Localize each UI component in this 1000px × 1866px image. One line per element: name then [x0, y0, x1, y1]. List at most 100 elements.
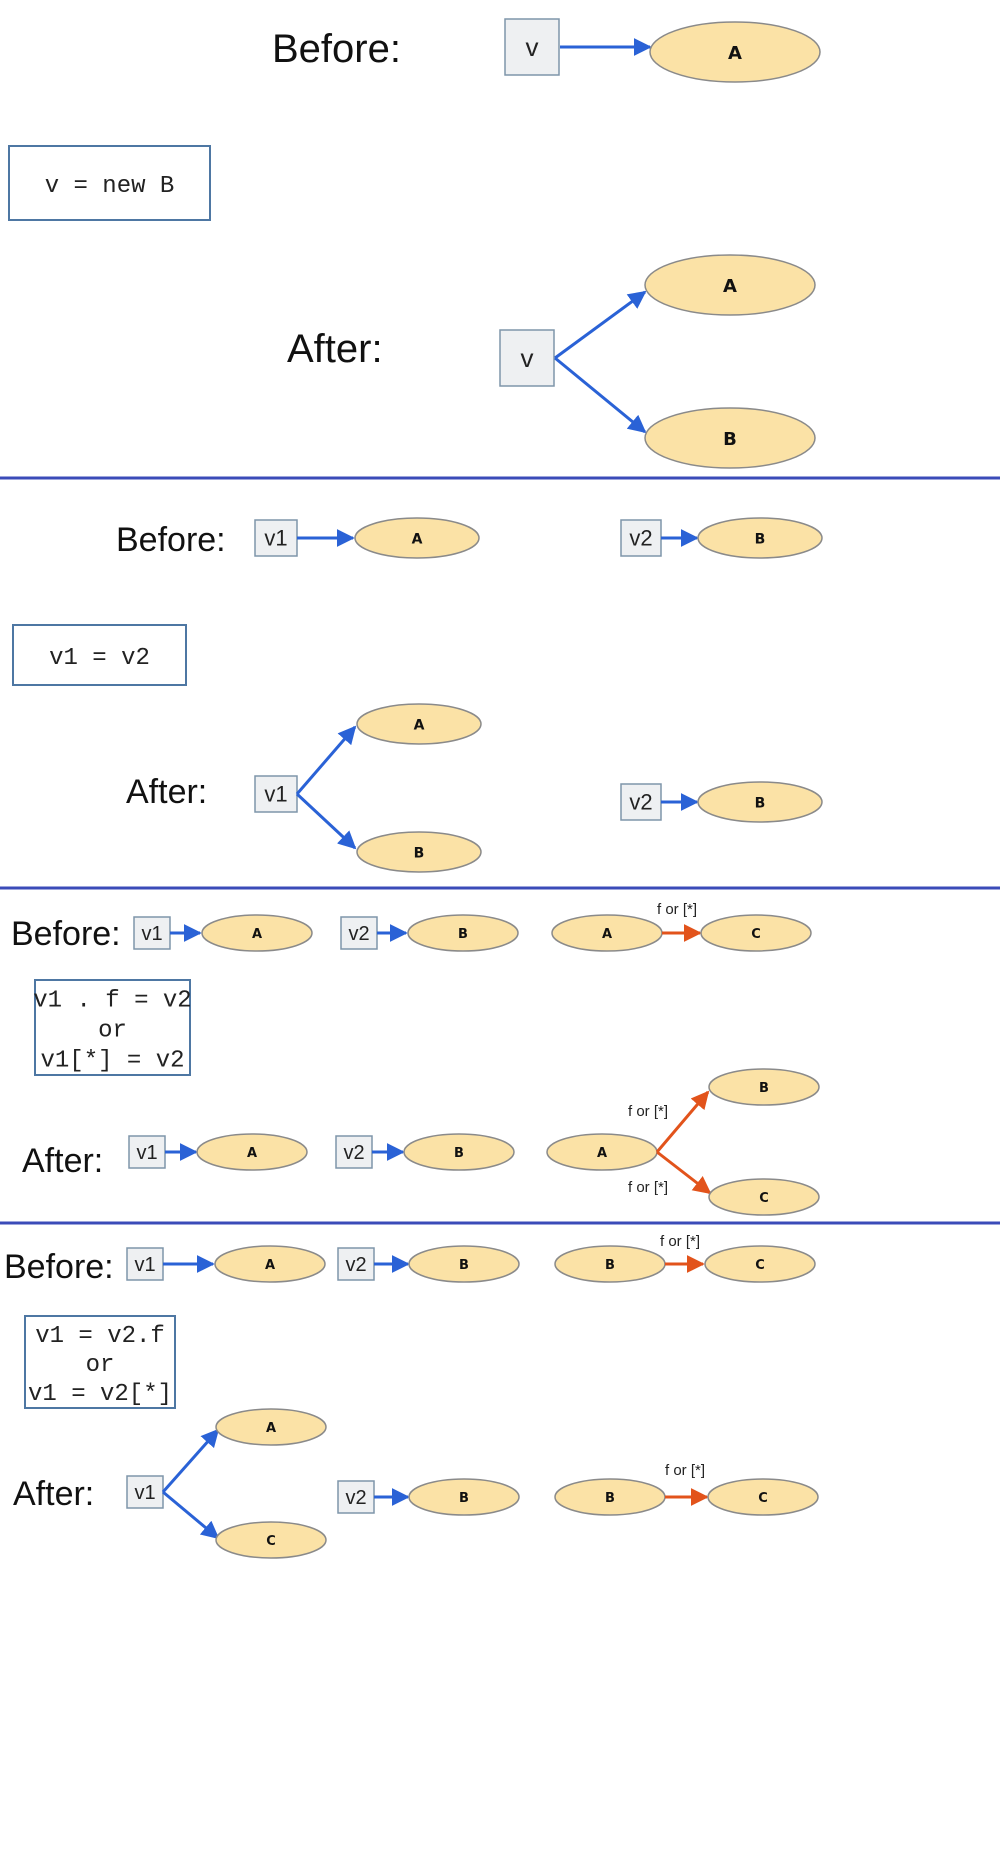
object-label: C	[266, 1534, 276, 1549]
code-box	[24, 1315, 176, 1409]
object-node	[708, 1178, 820, 1216]
variable-label: v1	[264, 782, 287, 807]
object-label: A	[265, 1258, 275, 1273]
variable-label: v2	[348, 923, 369, 945]
points-to-arrow	[295, 725, 357, 795]
object-label: B	[459, 1258, 469, 1273]
variable-box	[254, 519, 298, 557]
points-to-arrow	[161, 1428, 220, 1493]
variable-box	[620, 783, 662, 821]
object-label: B	[759, 1081, 769, 1096]
object-node	[707, 1478, 819, 1516]
points-to-arrow	[554, 290, 647, 360]
object-label: A	[252, 927, 262, 942]
after-label: After:	[13, 1475, 94, 1513]
variable-box	[126, 1475, 164, 1509]
object-node	[215, 1521, 327, 1559]
object-label: B	[454, 1146, 464, 1161]
edge-label: f or [*]	[657, 901, 697, 918]
after-label: After:	[22, 1142, 103, 1180]
object-label: A	[723, 276, 737, 297]
object-node	[354, 517, 480, 559]
code-box	[8, 145, 211, 221]
variable-label: v1	[134, 1254, 155, 1276]
variable-box	[620, 519, 662, 557]
variable-box	[340, 916, 378, 950]
points-to-arrow	[295, 792, 357, 850]
variable-box	[254, 775, 298, 813]
variable-label: v2	[629, 790, 652, 815]
after-label: After:	[126, 773, 207, 811]
object-node	[644, 254, 816, 316]
object-node	[214, 1245, 326, 1283]
object-label: A	[602, 927, 612, 942]
code-line: v1 = v2[*]	[28, 1381, 172, 1408]
object-node	[356, 703, 482, 745]
variable-label: v2	[343, 1142, 364, 1164]
object-label: A	[597, 1146, 607, 1161]
edge-label: f or [*]	[628, 1179, 668, 1196]
code-line: or	[86, 1352, 115, 1379]
object-label: C	[759, 1191, 769, 1206]
object-label: B	[755, 795, 766, 811]
object-label: A	[266, 1421, 276, 1436]
object-label: C	[755, 1258, 765, 1273]
object-node	[196, 1133, 308, 1171]
variable-label: v2	[629, 526, 652, 551]
object-label: A	[247, 1146, 257, 1161]
code-line: v1[*] = v2	[40, 1048, 184, 1075]
before-label: Before:	[4, 1248, 114, 1286]
variable-box	[126, 1247, 164, 1281]
variable-label: v	[526, 32, 539, 62]
object-node	[356, 831, 482, 873]
field-edge-arrow	[655, 1090, 710, 1153]
object-node	[649, 21, 821, 83]
edge-label: f or [*]	[628, 1103, 668, 1120]
object-node	[408, 1245, 520, 1283]
variable-label: v2	[345, 1254, 366, 1276]
code-line: v1 = v2	[49, 645, 150, 672]
before-label: Before:	[116, 521, 226, 559]
code-box	[12, 624, 187, 686]
object-node	[407, 914, 519, 952]
object-node	[215, 1408, 327, 1446]
variable-label: v2	[345, 1487, 366, 1509]
object-label: A	[412, 531, 423, 547]
object-node	[708, 1068, 820, 1106]
before-label: Before:	[272, 27, 401, 71]
object-node	[697, 517, 823, 559]
object-label: B	[605, 1491, 615, 1506]
object-label: C	[751, 927, 761, 942]
variable-box	[337, 1247, 375, 1281]
variable-label: v	[521, 343, 534, 373]
edge-label: f or [*]	[665, 1462, 705, 1479]
points-to-arrow	[554, 356, 647, 434]
object-label: B	[723, 429, 737, 450]
object-node	[704, 1245, 816, 1283]
object-node	[700, 914, 812, 952]
object-node	[644, 407, 816, 469]
code-line: or	[98, 1018, 127, 1045]
object-label: B	[755, 531, 766, 547]
object-label: A	[728, 43, 742, 64]
object-label: B	[605, 1258, 615, 1273]
object-label: A	[414, 717, 425, 733]
variable-box	[504, 18, 560, 76]
code-box	[34, 979, 191, 1076]
object-node	[697, 781, 823, 823]
after-label: After:	[287, 327, 383, 371]
code-line: v = new B	[45, 173, 175, 200]
before-label: Before:	[11, 915, 121, 953]
variable-label: v1	[264, 526, 287, 551]
object-label: B	[414, 845, 425, 861]
field-edge-arrow	[656, 1150, 712, 1195]
points-to-arrow	[162, 1490, 220, 1540]
object-label: B	[458, 927, 468, 942]
code-line: v1 . f = v2	[33, 988, 191, 1015]
code-line: v1 = v2.f	[35, 1323, 165, 1350]
variable-label: v1	[134, 1482, 155, 1504]
object-node	[403, 1133, 515, 1171]
object-label: B	[459, 1491, 469, 1506]
edge-label: f or [*]	[660, 1233, 700, 1250]
